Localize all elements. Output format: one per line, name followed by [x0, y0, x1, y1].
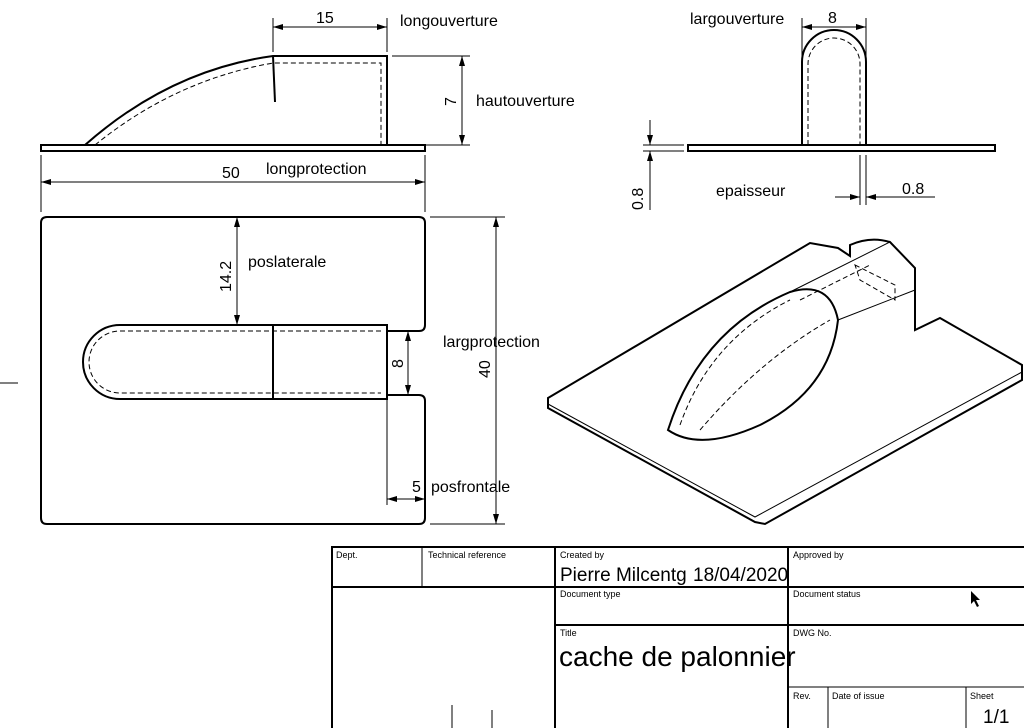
label-posfrontale: posfrontale [431, 479, 510, 496]
label-poslaterale: poslaterale [248, 254, 326, 271]
dim-epaisseur-vertical: 0.8 [630, 188, 647, 210]
dim-longouverture: 15 [316, 10, 334, 27]
created-by: Pierre Milcentg [560, 565, 687, 586]
doc-status-label: Document status [793, 589, 861, 599]
front-view: 15 longouverture 7 hautouverture 50 long… [40, 10, 575, 212]
rev-label: Rev. [793, 691, 811, 701]
side-view: 8 largouverture 0.8 0.8 epaisseur [630, 10, 996, 210]
dept-label: Dept. [336, 550, 358, 560]
title-label: Title [560, 628, 577, 638]
dim-poslaterale: 14.2 [218, 261, 235, 292]
dim-epaisseur: 0.8 [902, 181, 924, 198]
sheet-number: 1/1 [983, 707, 1009, 728]
dim-largprotection: 40 [477, 360, 494, 378]
dim-hautouverture: 7 [443, 97, 460, 106]
label-largprotection: largprotection [443, 334, 540, 351]
mouse-cursor-icon [971, 591, 980, 607]
techref-label: Technical reference [428, 550, 506, 560]
label-longouverture: longouverture [400, 13, 498, 30]
dim-longprotection: 50 [222, 165, 240, 182]
date-issue-label: Date of issue [832, 691, 885, 701]
created-by-label: Created by [560, 550, 605, 560]
drawing-title: cache de palonnier [559, 641, 796, 672]
dim-largouverture: 8 [828, 10, 837, 27]
label-largouverture: largouverture [690, 11, 784, 28]
top-view: 14.2 poslaterale 8 40 largprotection 5 p… [40, 216, 540, 525]
approved-by-label: Approved by [793, 550, 844, 560]
dim-slot: 8 [390, 359, 407, 368]
dim-posfrontale: 5 [412, 479, 421, 496]
dwg-label: DWG No. [793, 628, 832, 638]
sheet-label: Sheet [970, 691, 994, 701]
isometric-view [547, 238, 1023, 526]
doc-type-label: Document type [560, 589, 621, 599]
label-longprotection: longprotection [266, 161, 367, 178]
created-date: 18/04/2020 [693, 565, 788, 586]
title-block [331, 546, 1024, 728]
label-hautouverture: hautouverture [476, 93, 575, 110]
label-epaisseur: epaisseur [716, 183, 786, 200]
